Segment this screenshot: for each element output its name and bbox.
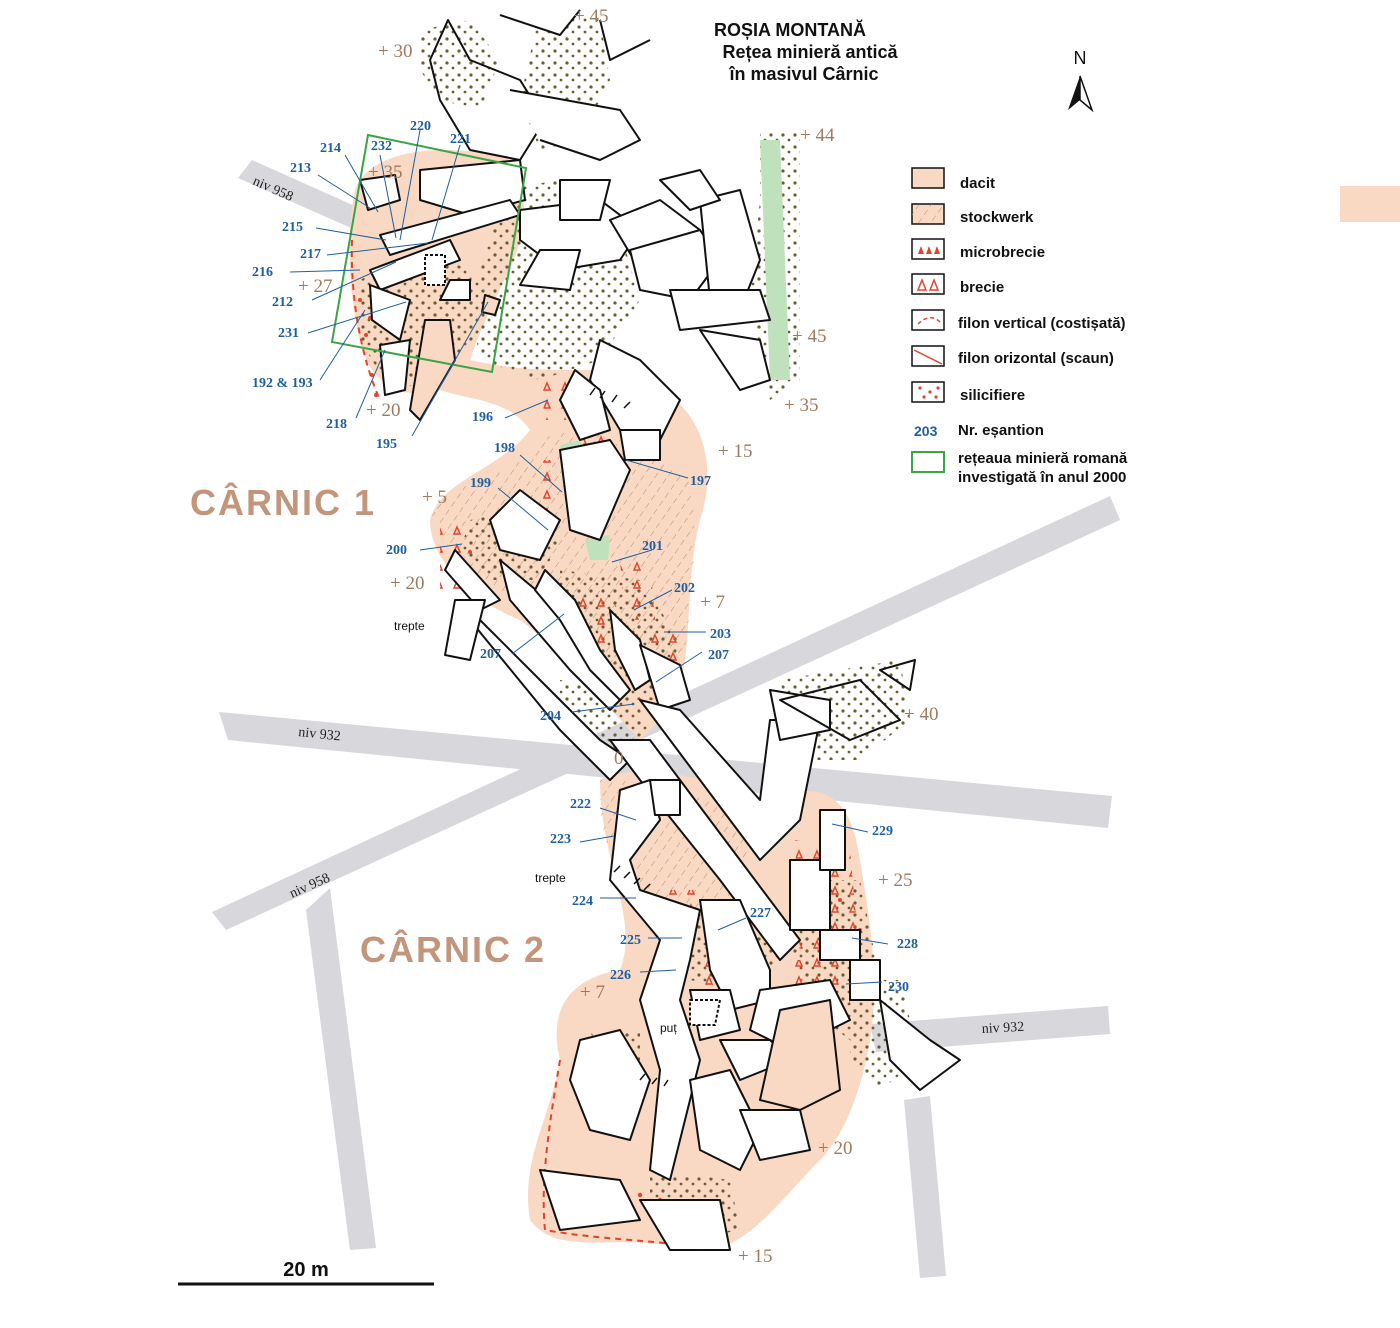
legend-label-brecie: brecie: [960, 279, 1004, 296]
sample-number: 202: [674, 581, 695, 596]
roman-network-outline: [330, 133, 528, 374]
vertical-veins: [350, 239, 721, 1251]
legend-label-roman-line1: rețeaua minieră romană: [958, 450, 1128, 467]
elevation-label: + 15: [718, 441, 752, 462]
elevation-label: + 7: [580, 982, 605, 1003]
sample-number: 225: [620, 933, 641, 948]
legend-label-dacit: dacit: [960, 175, 995, 192]
map-title-line3: în masivul Cârnic: [728, 64, 878, 84]
area-carnic-1: CÂRNIC 1: [190, 481, 376, 523]
legend-sample-number: 203: [914, 423, 938, 439]
area-carnic-2: CÂRNIC 2: [360, 928, 546, 970]
sample-number: 230: [888, 980, 909, 995]
sample-number: 229: [872, 824, 893, 839]
sample-number: 214: [320, 141, 341, 156]
legend-label-sample: Nr. eșantion: [958, 422, 1044, 439]
sample-number: 199: [470, 476, 491, 491]
elevation-label: 0: [614, 748, 624, 769]
elevation-label: + 5: [422, 487, 447, 508]
elevation-label: + 20: [818, 1138, 852, 1159]
sample-number: 224: [572, 894, 593, 909]
map-title-line1: ROȘIA MONTANĂ: [714, 19, 866, 40]
legend-label-filon-vertical: filon vertical (costișată): [958, 315, 1126, 332]
sample-number: 195: [376, 437, 397, 452]
sample-numbers: 214 232 220 221 213 215 217 216 212 231 …: [252, 119, 918, 995]
elevation-label: + 7: [700, 592, 725, 613]
legend-swatch-filon-vertical: [911, 309, 945, 331]
legend-label-roman-line2: investigată în anul 2000: [958, 469, 1126, 486]
elevation-label: + 45: [574, 6, 608, 27]
legend-label-microbrecie: microbrecie: [960, 244, 1045, 261]
sample-number: 213: [290, 161, 311, 176]
label-trepte-1: trepte: [394, 619, 425, 633]
legend-swatch-silicifiere: [911, 381, 945, 403]
elevation-label: + 40: [904, 704, 938, 725]
sample-callouts: [289, 129, 889, 985]
page-edge-swatch: [1340, 186, 1400, 222]
elevation-label: + 20: [366, 400, 400, 421]
sample-number: 217: [300, 247, 321, 262]
sample-number: 192 & 193: [252, 376, 313, 391]
legend-label-filon-orizontal: filon orizontal (scaun): [958, 350, 1114, 367]
sample-number: 223: [550, 832, 571, 847]
sample-number: 221: [450, 132, 471, 147]
label-trepte-2: trepte: [535, 871, 566, 885]
elevation-label: + 35: [784, 395, 818, 416]
scale-label: 20 m: [283, 1259, 329, 1281]
elevation-label: + 20: [390, 573, 424, 594]
step-ticks: [589, 387, 669, 1087]
elevation-label: + 15: [738, 1246, 772, 1267]
sample-number: 196: [472, 410, 493, 425]
sample-number: 218: [326, 417, 347, 432]
sample-number: 200: [386, 543, 407, 558]
elevation-label: + 27: [298, 276, 332, 297]
sample-number: 231: [278, 326, 299, 341]
elevation-labels: + 45 + 30 + 35 + 44 + 27 + 45 + 35 + 20 …: [298, 6, 938, 1267]
sample-number: 198: [494, 441, 515, 456]
legend-swatch-dacit: [911, 167, 945, 189]
sample-number: 228: [897, 937, 918, 952]
mine-network: [359, 9, 961, 1251]
sample-number: 203: [710, 627, 731, 642]
label-put: puț: [660, 1021, 677, 1035]
sample-number: 222: [570, 797, 591, 812]
elevation-label: + 45: [792, 326, 826, 347]
sample-number: 212: [272, 295, 293, 310]
sample-number: 201: [642, 539, 663, 554]
north-label: N: [1074, 48, 1087, 68]
map-title-line2: Rețea minieră antică: [722, 42, 898, 62]
sample-number: 220: [410, 119, 431, 134]
sample-number: 226: [610, 968, 631, 983]
legend: dacit stockwerk microbrecie brecie filon…: [911, 167, 1128, 486]
legend-label-stockwerk: stockwerk: [960, 209, 1034, 226]
sample-number: 232: [371, 139, 392, 154]
legend-swatch-brecie: [911, 273, 945, 295]
elevation-label: + 25: [878, 870, 912, 891]
elevation-label: + 35: [368, 162, 402, 183]
sample-number: 227: [750, 906, 771, 921]
sample-number: 207: [708, 648, 729, 663]
sample-number: 215: [282, 220, 303, 235]
sample-number: 216: [252, 265, 273, 280]
legend-swatch-roman-network: [911, 451, 945, 473]
elevation-label: + 30: [378, 41, 412, 62]
gallery-label-niv932-left: niv 932: [298, 725, 342, 744]
sample-number: 204: [540, 709, 561, 724]
legend-label-silicifiere: silicifiere: [960, 387, 1025, 404]
sample-number: 207: [480, 647, 501, 662]
north-arrow-icon: [1068, 75, 1094, 113]
gallery-label-niv932-right: niv 932: [981, 1020, 1024, 1037]
elevation-label: + 44: [800, 125, 835, 146]
sample-number: 197: [690, 474, 711, 489]
